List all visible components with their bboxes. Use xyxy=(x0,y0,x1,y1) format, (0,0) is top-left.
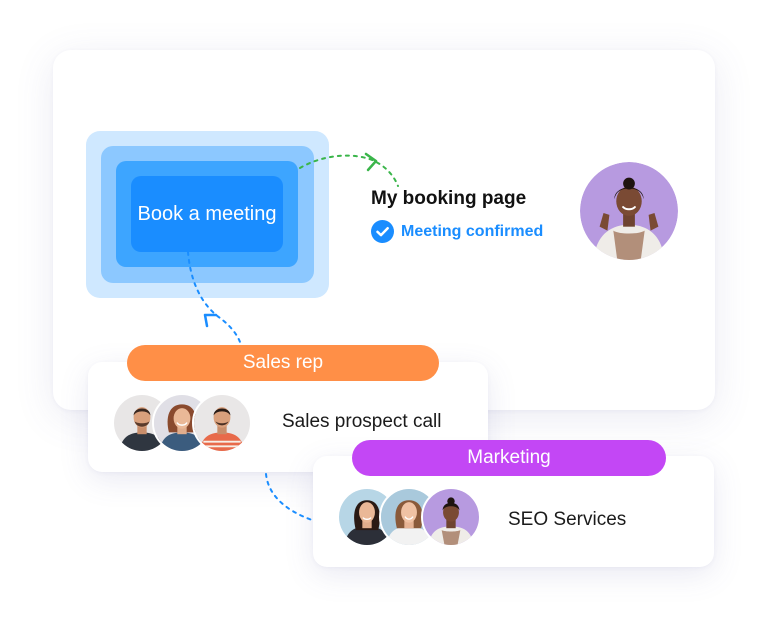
marketing-avatar-3 xyxy=(421,487,481,547)
sales-rep-tag: Sales rep xyxy=(127,345,439,381)
meeting-status: Meeting confirmed xyxy=(371,220,543,243)
sales-card-label: Sales prospect call xyxy=(282,411,442,432)
host-avatar xyxy=(580,162,678,260)
check-circle-icon xyxy=(371,220,394,243)
connector-from-marketing xyxy=(265,473,313,521)
marketing-tag: Marketing xyxy=(352,440,666,476)
book-meeting-button[interactable]: Book a meeting xyxy=(131,176,283,252)
sales-avatar-3 xyxy=(192,393,252,453)
meeting-status-text: Meeting confirmed xyxy=(401,222,544,240)
marketing-card-label: SEO Services xyxy=(508,509,627,530)
booking-page-title: My booking page xyxy=(371,188,527,209)
